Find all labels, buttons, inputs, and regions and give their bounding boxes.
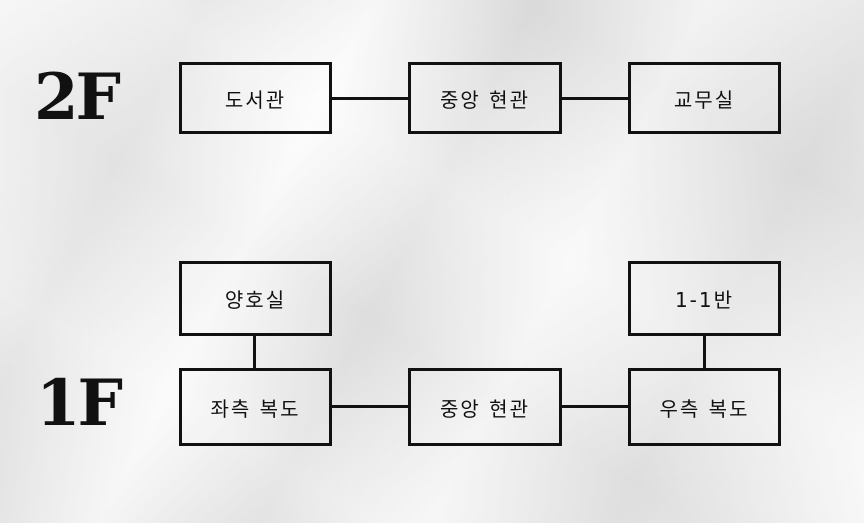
edge-left-corridor-to-central-1f [331, 405, 409, 408]
floor-label-2f: 2F [34, 60, 121, 135]
edge-central-to-right-corridor-1f [561, 405, 629, 408]
edge-class-to-right-corridor [703, 335, 706, 369]
edge-library-to-central-2f [331, 97, 409, 100]
node-left-corridor: 좌측 복도 [179, 368, 332, 446]
node-library: 도서관 [179, 62, 332, 134]
node-class-1-1: 1-1반 [628, 261, 781, 336]
node-staff-room: 교무실 [628, 62, 781, 134]
node-central-entrance-2f: 중앙 현관 [408, 62, 562, 134]
node-right-corridor: 우측 복도 [628, 368, 781, 446]
edge-central-to-staff-room-2f [561, 97, 629, 100]
node-infirmary: 양호실 [179, 261, 332, 336]
floor-label-1f: 1F [36, 366, 123, 441]
node-central-entrance-1f: 중앙 현관 [408, 368, 562, 446]
edge-infirmary-to-left-corridor [253, 335, 256, 369]
